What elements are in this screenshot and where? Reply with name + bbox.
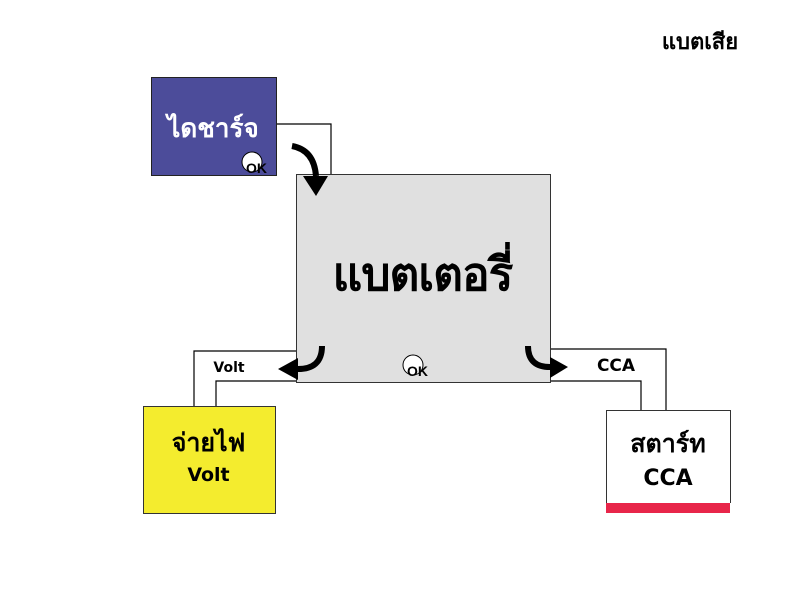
supply-connector-line-inner [215, 380, 296, 406]
supply-connector-line [193, 350, 296, 406]
battery-label: แบตเตอรี่ [332, 247, 514, 301]
starter-box [606, 410, 731, 503]
ok-logo-icon: OK [241, 151, 267, 176]
ok-logo-icon: OK [402, 354, 428, 379]
ok-logo-text: OK [246, 160, 267, 176]
supply-box [143, 406, 276, 514]
charger-battery-line [275, 123, 332, 174]
curved-arrow-icon [525, 345, 568, 378]
starter-red-bar [606, 503, 730, 513]
curved-arrow-icon [278, 345, 325, 380]
starter-connector-line [549, 348, 667, 410]
cca-connector-label: CCA [596, 356, 636, 376]
supply-title: จ่ายไฟ [171, 428, 246, 457]
starter-subtitle: CCA [643, 466, 693, 491]
ok-logo-text: OK [407, 363, 428, 379]
status-title: แบตเสีย [661, 30, 739, 55]
volt-connector-label: Volt [213, 360, 245, 376]
charger-label: ไดชาร์จ [167, 114, 259, 144]
starter-title: สตาร์ท [630, 429, 706, 458]
starter-connector-line-inner [549, 380, 642, 410]
battery-box [296, 174, 551, 383]
supply-subtitle: Volt [187, 464, 230, 486]
curved-arrow-icon [291, 143, 328, 196]
